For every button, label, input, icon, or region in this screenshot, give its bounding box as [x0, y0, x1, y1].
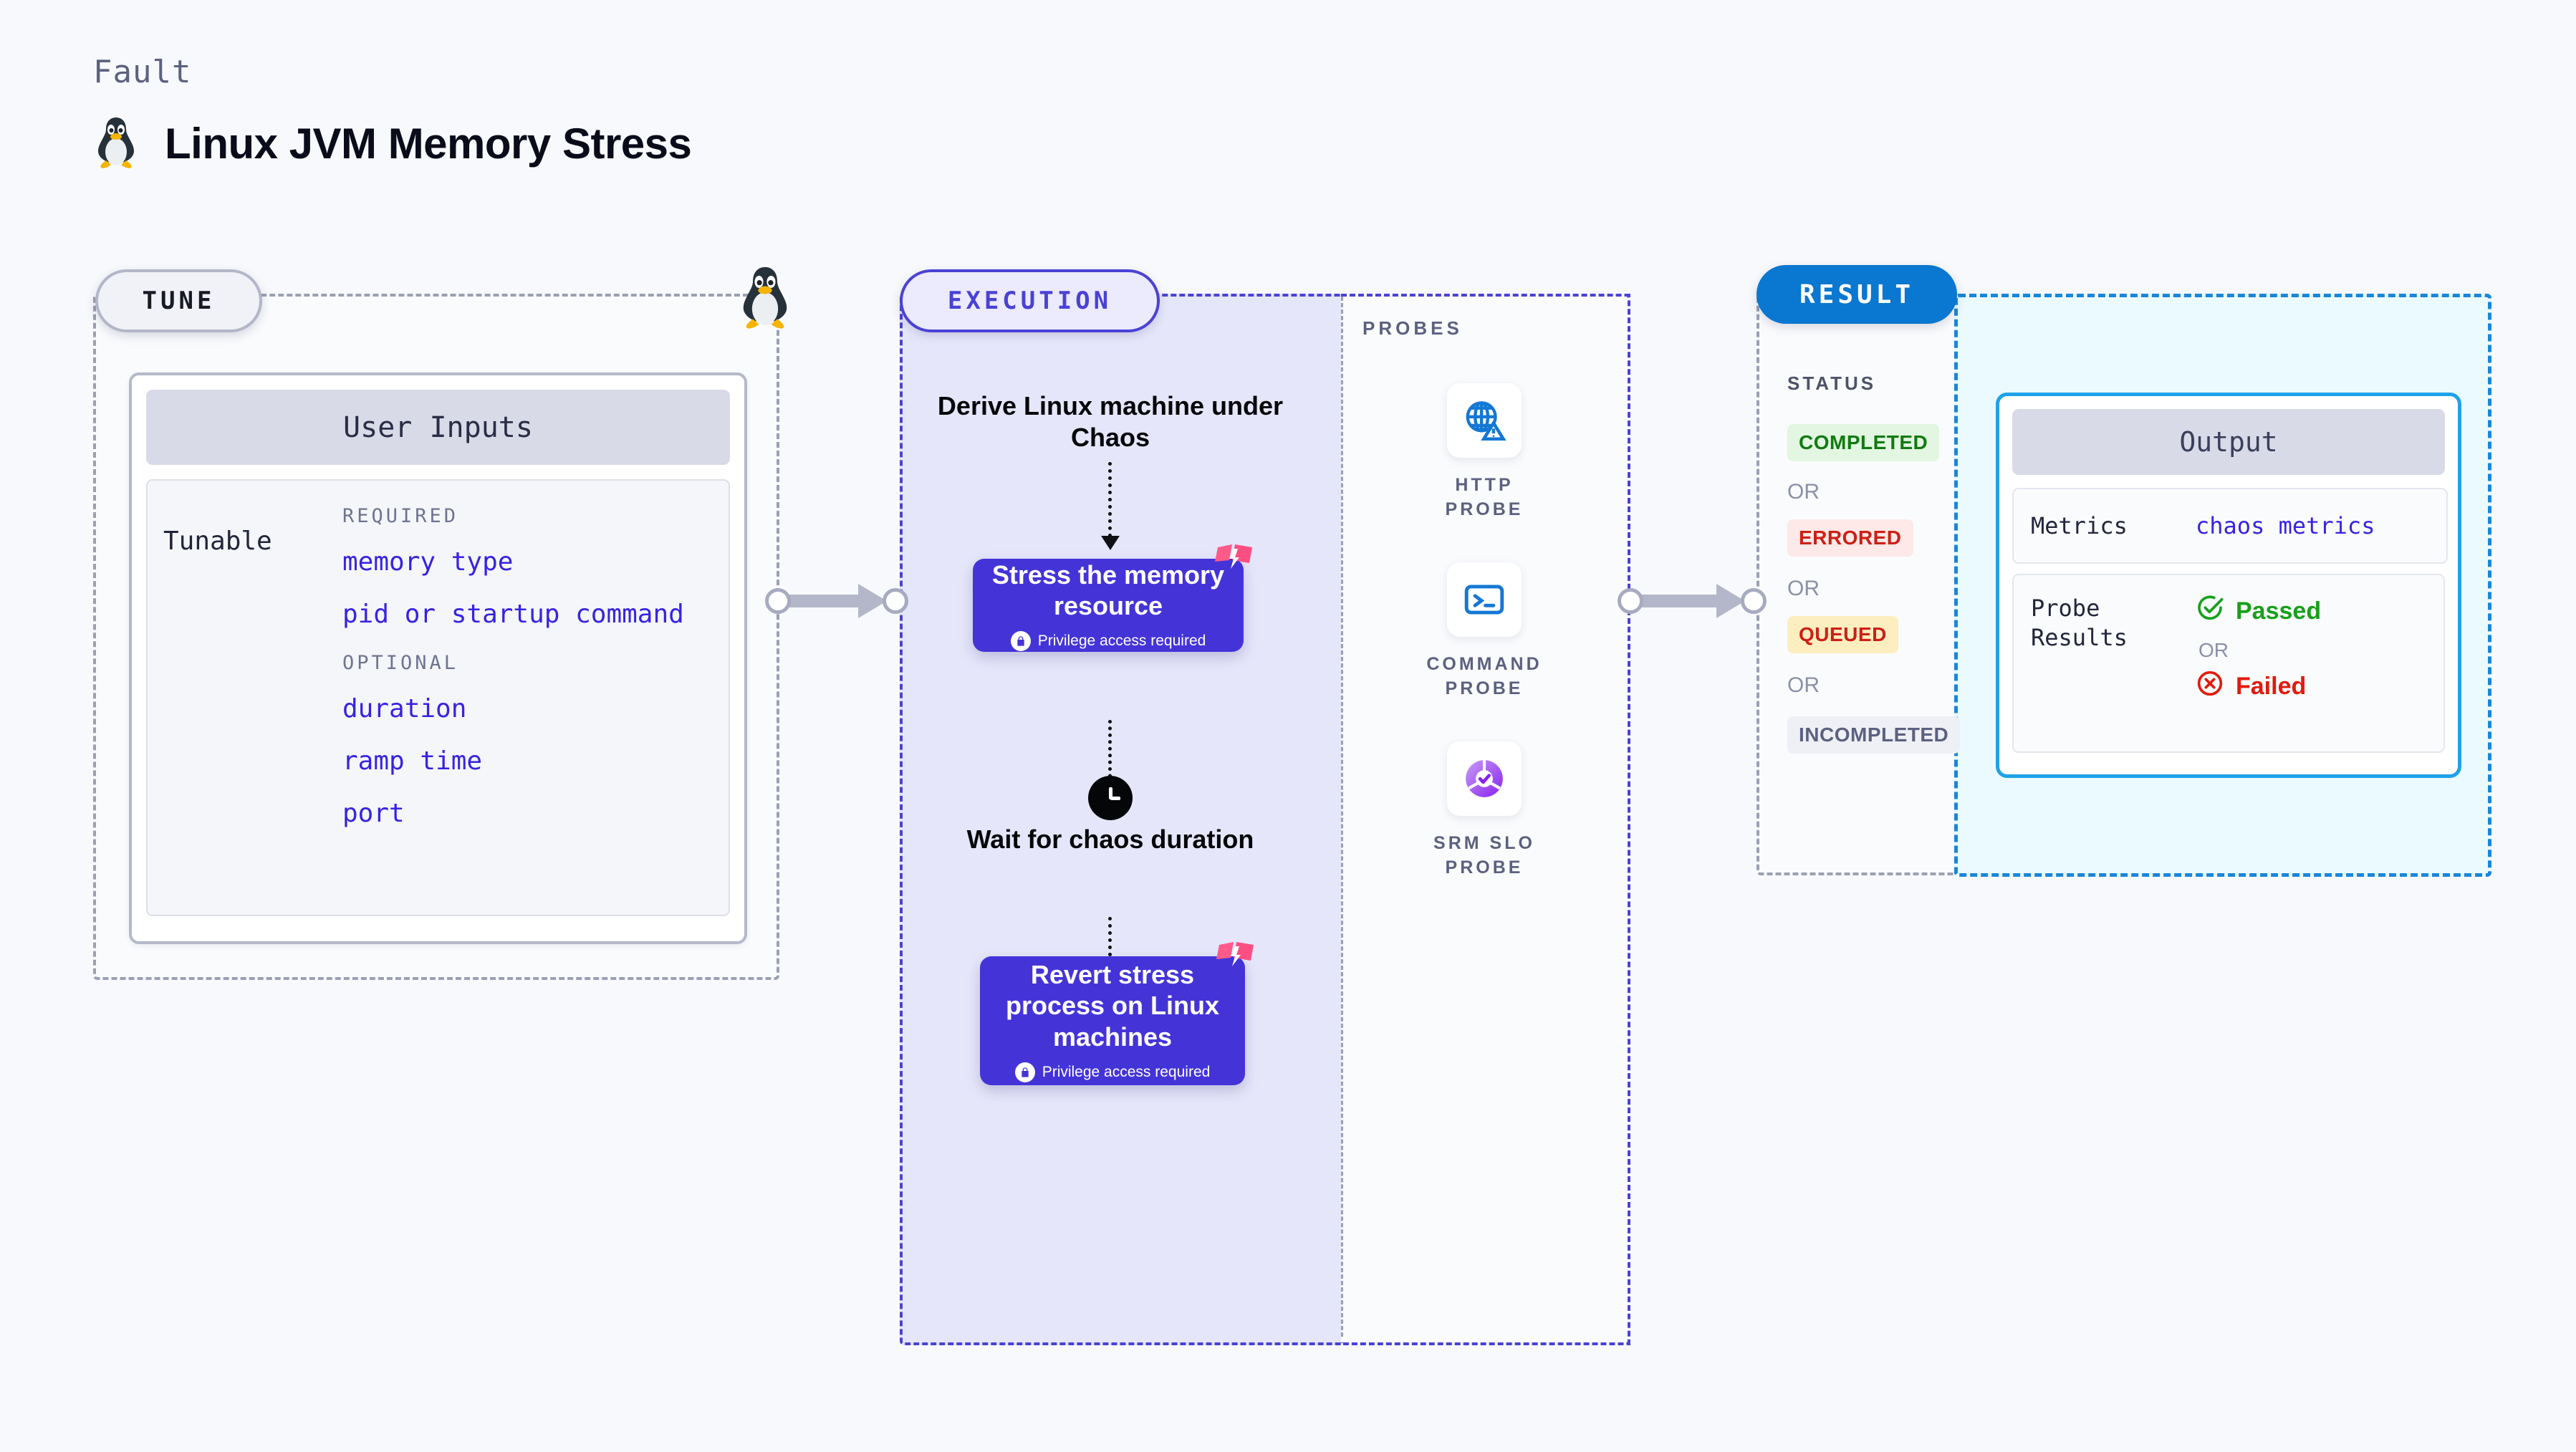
- linux-tux-icon: [736, 264, 794, 330]
- status-badge-completed: COMPLETED: [1787, 424, 1940, 461]
- harness-flag-icon: [1215, 941, 1255, 978]
- flow-arrow: [1108, 720, 1112, 784]
- privilege-text: Privilege access required: [1042, 1063, 1211, 1080]
- metrics-row: Metrics chaos metrics: [2012, 488, 2448, 564]
- check-circle-icon: [2196, 594, 2224, 629]
- execution-card-title: Stress the memory resource: [991, 559, 1225, 620]
- verdict-failed-label: Failed: [2236, 673, 2307, 700]
- tunable-item[interactable]: pid or startup command: [342, 600, 684, 629]
- tunable-item[interactable]: memory type: [342, 547, 514, 577]
- optional-group-title: OPTIONAL: [342, 652, 459, 674]
- lock-icon: [1010, 631, 1031, 652]
- verdict-passed-label: Passed: [2236, 597, 2322, 625]
- or-separator: OR: [1787, 480, 1820, 504]
- page-title: Linux JVM Memory Stress: [165, 120, 692, 168]
- lock-icon: [1014, 1062, 1035, 1082]
- execution-card-title: Revert stress process on Linux machines: [1005, 960, 1220, 1052]
- stage-badge-execution[interactable]: EXECUTION: [900, 269, 1160, 332]
- probe-command[interactable]: COMMAND PROBE: [1413, 562, 1556, 701]
- metrics-value[interactable]: chaos metrics: [2196, 512, 2375, 539]
- status-badge-incompleted: INCOMPLETED: [1787, 716, 1961, 754]
- x-circle-icon: [2196, 669, 2224, 704]
- harness-flag-icon: [1213, 543, 1254, 580]
- probe-results-row: Probe Results Passed OR: [2012, 574, 2445, 753]
- slo-donut-check-icon: [1447, 741, 1522, 816]
- probes-title: PROBES: [1363, 317, 1463, 339]
- execution-step-derive: Derive Linux machine under Chaos: [937, 391, 1284, 452]
- connector-dot: [1741, 588, 1767, 614]
- or-separator: OR: [1787, 673, 1820, 697]
- flow-arrow-head: [1101, 536, 1120, 550]
- output-card: Output Metrics chaos metrics Probe Resul…: [1996, 393, 2461, 778]
- probe-label: SRM SLO PROBE: [1433, 833, 1535, 878]
- page-kicker: Fault: [93, 54, 192, 90]
- probes-stage-box: [1341, 294, 1630, 1345]
- probe-srm-slo[interactable]: SRM SLO PROBE: [1413, 741, 1556, 880]
- stage-badge-tune[interactable]: TUNE: [95, 269, 262, 332]
- tunable-panel: Tunable REQUIRED memory type pid or star…: [146, 479, 730, 916]
- probe-label: COMMAND PROBE: [1426, 654, 1542, 698]
- connector-execution-to-result: [1618, 584, 1767, 618]
- execution-step-wait: Wait for chaos duration: [966, 824, 1254, 854]
- privilege-note: Privilege access required: [1010, 631, 1206, 652]
- connector-dot: [765, 588, 791, 614]
- tunable-label: Tunable: [163, 527, 272, 556]
- output-header: Output: [2012, 409, 2445, 475]
- status-badge-queued: QUEUED: [1787, 616, 1898, 653]
- flow-arrow: [1108, 917, 1112, 992]
- probe-label: HTTP PROBE: [1445, 475, 1524, 519]
- tunable-item[interactable]: ramp time: [342, 746, 483, 776]
- status-title: STATUS: [1787, 372, 1877, 394]
- user-inputs-header: User Inputs: [146, 390, 730, 465]
- verdict-failed: Failed: [2196, 669, 2321, 704]
- privilege-note: Privilege access required: [1014, 1062, 1211, 1082]
- verdict-passed: Passed: [2196, 594, 2321, 629]
- required-group-title: REQUIRED: [342, 505, 459, 527]
- probes-divider: [1341, 297, 1343, 1337]
- probe-http[interactable]: HTTP PROBE: [1413, 383, 1556, 522]
- or-separator: OR: [1787, 577, 1820, 600]
- page-title-row: Linux JVM Memory Stress: [93, 115, 692, 173]
- terminal-icon: [1447, 562, 1522, 637]
- execution-card-revert[interactable]: Revert stress process on Linux machines …: [980, 942, 1254, 1085]
- clock-icon: [1088, 776, 1133, 820]
- linux-tux-icon: [93, 115, 139, 173]
- or-separator: OR: [2198, 639, 2229, 661]
- stage-badge-result[interactable]: RESULT: [1756, 265, 1957, 324]
- flow-arrow: [1108, 462, 1112, 537]
- privilege-text: Privilege access required: [1037, 633, 1206, 650]
- tunable-item[interactable]: duration: [342, 694, 467, 723]
- probe-results-key: Probe Results: [2031, 595, 2128, 651]
- globe-warning-icon: [1447, 383, 1522, 458]
- metrics-key: Metrics: [2031, 511, 2128, 539]
- connector-dot: [1618, 588, 1643, 614]
- user-inputs-card: User Inputs Tunable REQUIRED memory type…: [129, 372, 747, 944]
- status-badge-errored: ERRORED: [1787, 519, 1913, 557]
- tunable-item[interactable]: port: [342, 799, 405, 828]
- execution-card-stress[interactable]: Stress the memory resource Privilege acc…: [973, 544, 1252, 652]
- result-stage-box: [1756, 294, 1966, 875]
- connector-tune-to-execution: [765, 584, 908, 618]
- connector-dot: [883, 588, 908, 614]
